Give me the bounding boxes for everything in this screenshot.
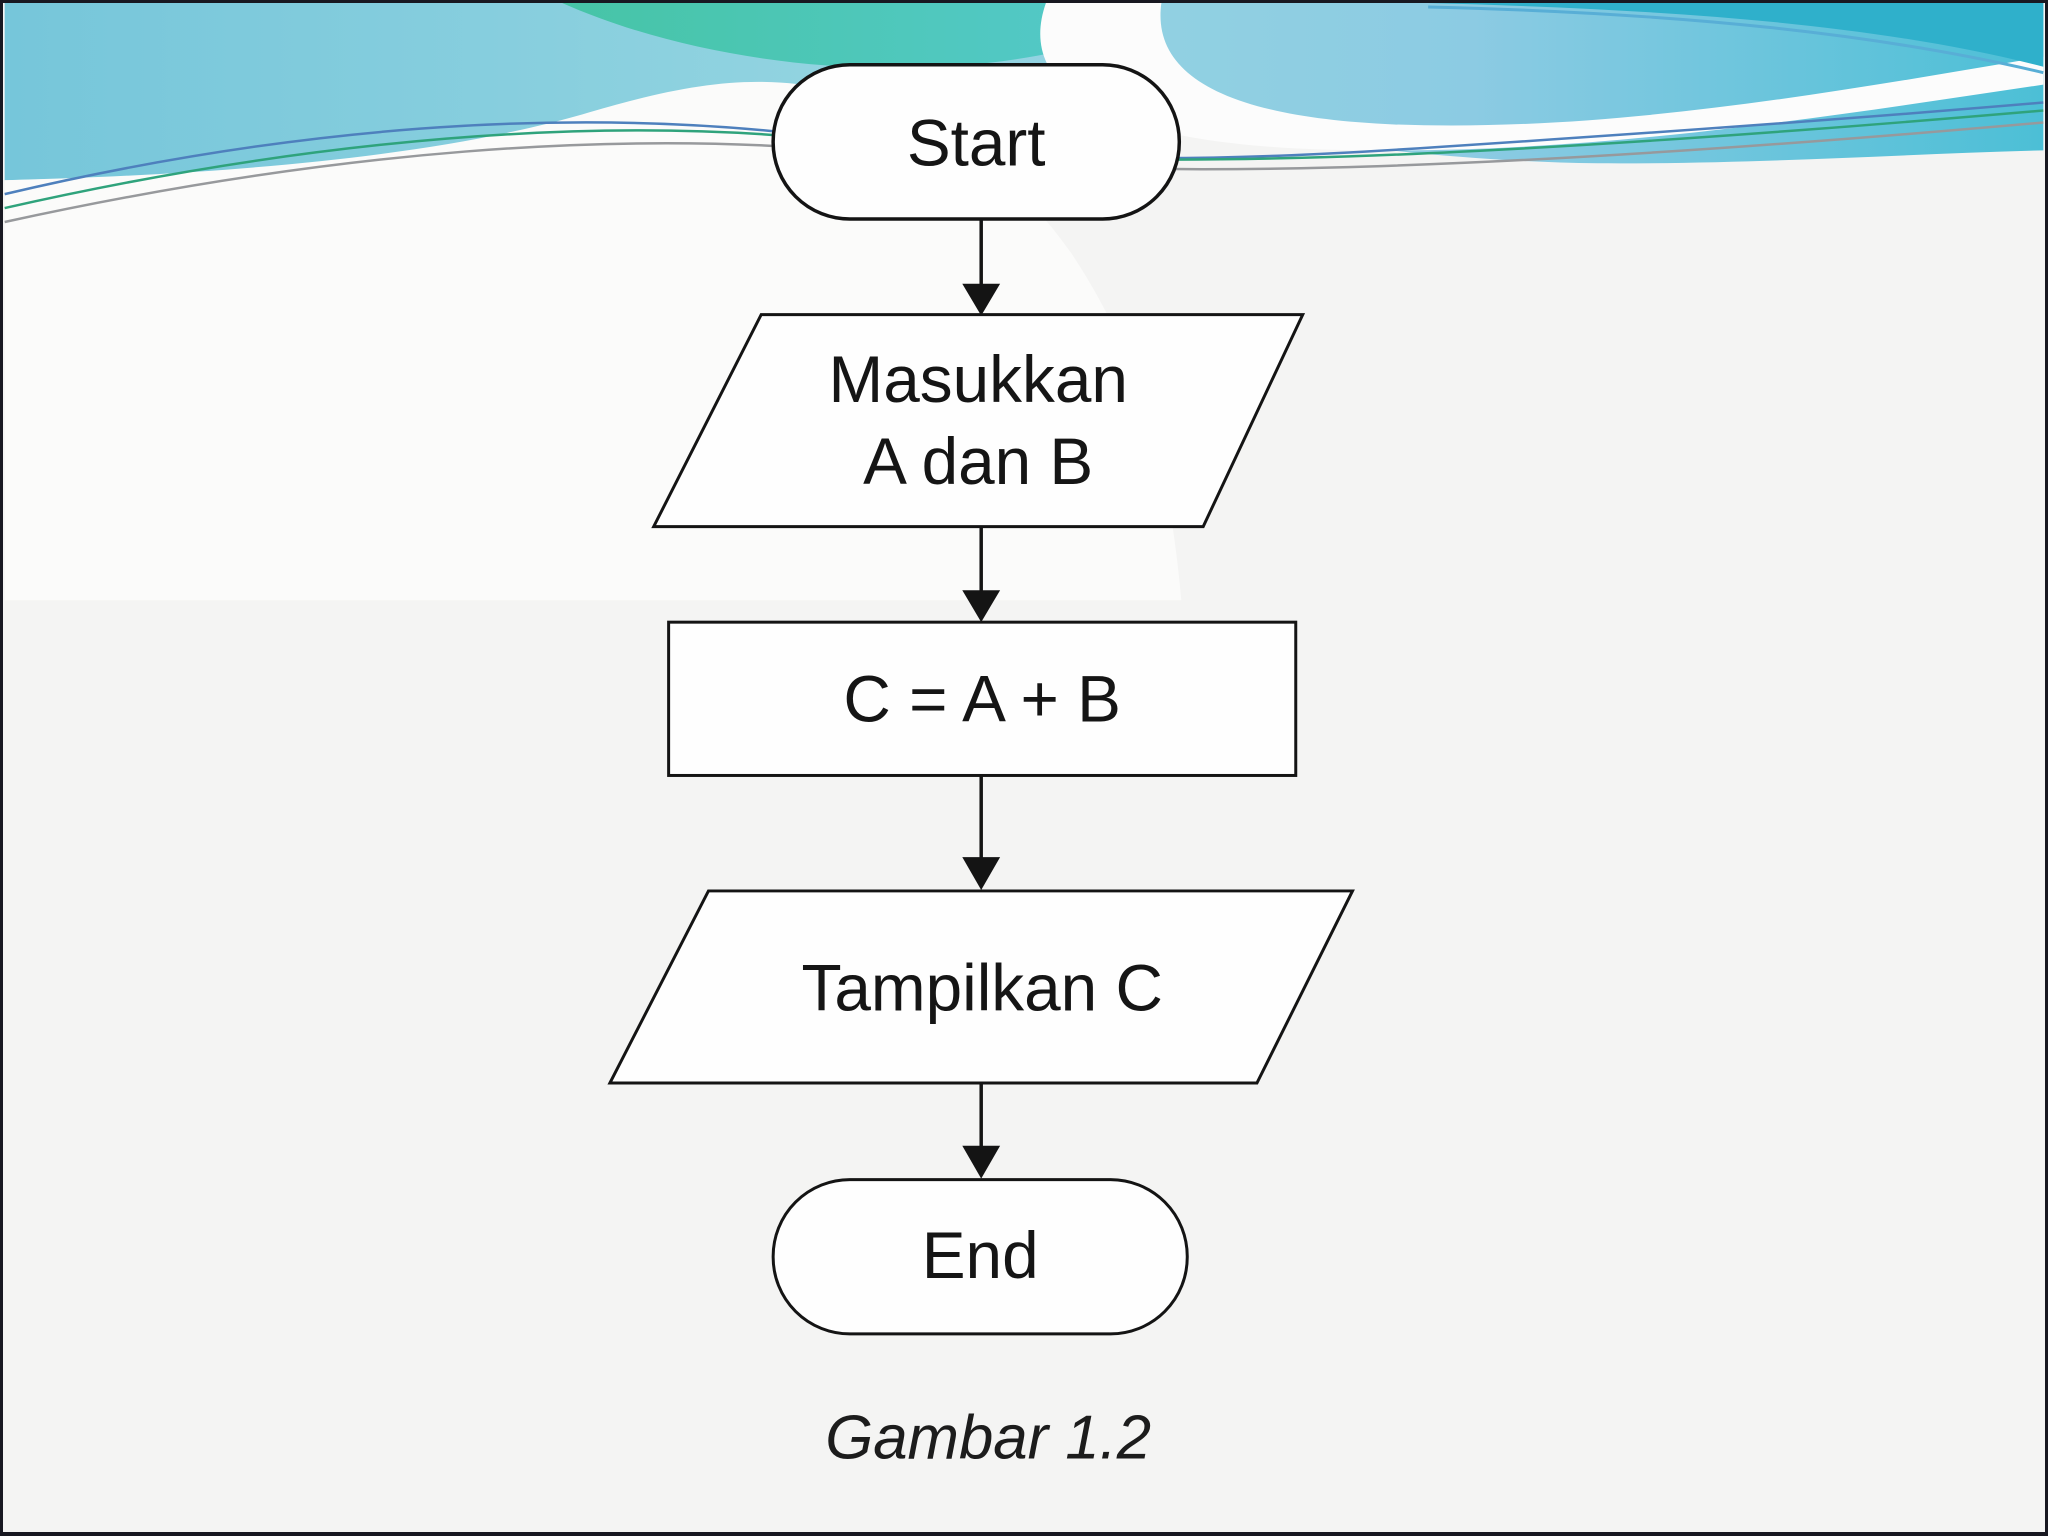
flowchart-node-start: Start — [771, 62, 1182, 221]
flowchart-node-input: Masukkan A dan B — [651, 313, 1306, 529]
connector-start-to-input — [962, 219, 1001, 316]
arrowhead-down-icon — [962, 283, 1001, 316]
process-label: C = A + B — [843, 663, 1121, 736]
connector-output-to-end — [962, 1083, 1001, 1179]
arrowhead-down-icon — [962, 590, 1001, 623]
flowchart-node-process: C = A + B — [667, 620, 1298, 777]
flowchart-node-end: End — [771, 1178, 1189, 1336]
end-terminator-shape — [771, 1178, 1189, 1336]
connector-process-to-output — [962, 775, 1001, 890]
input-label-line2: A dan B — [863, 425, 1093, 498]
wave-arc-line — [1428, 5, 2044, 75]
slide-canvas: Start Masukkan A dan B C = A + B — [4, 3, 2044, 1472]
input-label-line1: Masukkan — [829, 343, 1128, 416]
end-label: End — [922, 1219, 1039, 1292]
green-wave-band — [562, 3, 1106, 69]
start-label: Start — [907, 106, 1046, 179]
output-parallelogram-shape — [607, 889, 1355, 1085]
start-terminator-shape — [771, 62, 1182, 221]
arrowhead-down-icon — [962, 857, 1001, 890]
white-swoosh — [1040, 3, 2044, 151]
output-label: Tampilkan C — [801, 951, 1162, 1024]
flowchart: Start Masukkan A dan B C = A + B — [607, 62, 1355, 1472]
process-rectangle-shape — [667, 620, 1298, 777]
connector-input-to-process — [962, 526, 1001, 623]
flowchart-node-output: Tampilkan C — [607, 889, 1355, 1085]
input-parallelogram-shape — [651, 313, 1306, 529]
arrowhead-down-icon — [962, 1145, 1001, 1179]
figure-caption: Gambar 1.2 — [825, 1403, 1151, 1472]
dark-teal-wave — [1428, 3, 2044, 67]
